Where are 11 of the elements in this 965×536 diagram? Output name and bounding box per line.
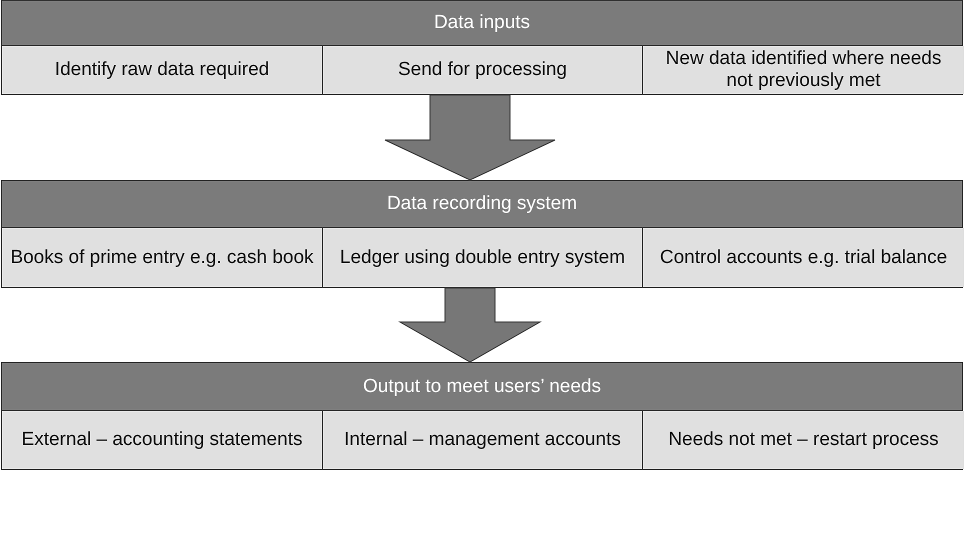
block-arrow (398, 288, 542, 363)
stage-panel (1, 180, 963, 288)
stage-heading: Output to meet users’ needs (2, 363, 962, 411)
block-arrow (384, 94, 556, 181)
step-panel: Needs not met – restart process (642, 411, 964, 469)
step-panel: New data identified where needs not previously met (642, 46, 964, 94)
stage-panel (1, 362, 963, 470)
step-panel: Control accounts e.g. trial balance (642, 228, 964, 287)
stage-heading: Data recording system (2, 181, 962, 228)
stage-panel (1, 0, 963, 95)
stage-heading: Data inputs (2, 1, 962, 46)
